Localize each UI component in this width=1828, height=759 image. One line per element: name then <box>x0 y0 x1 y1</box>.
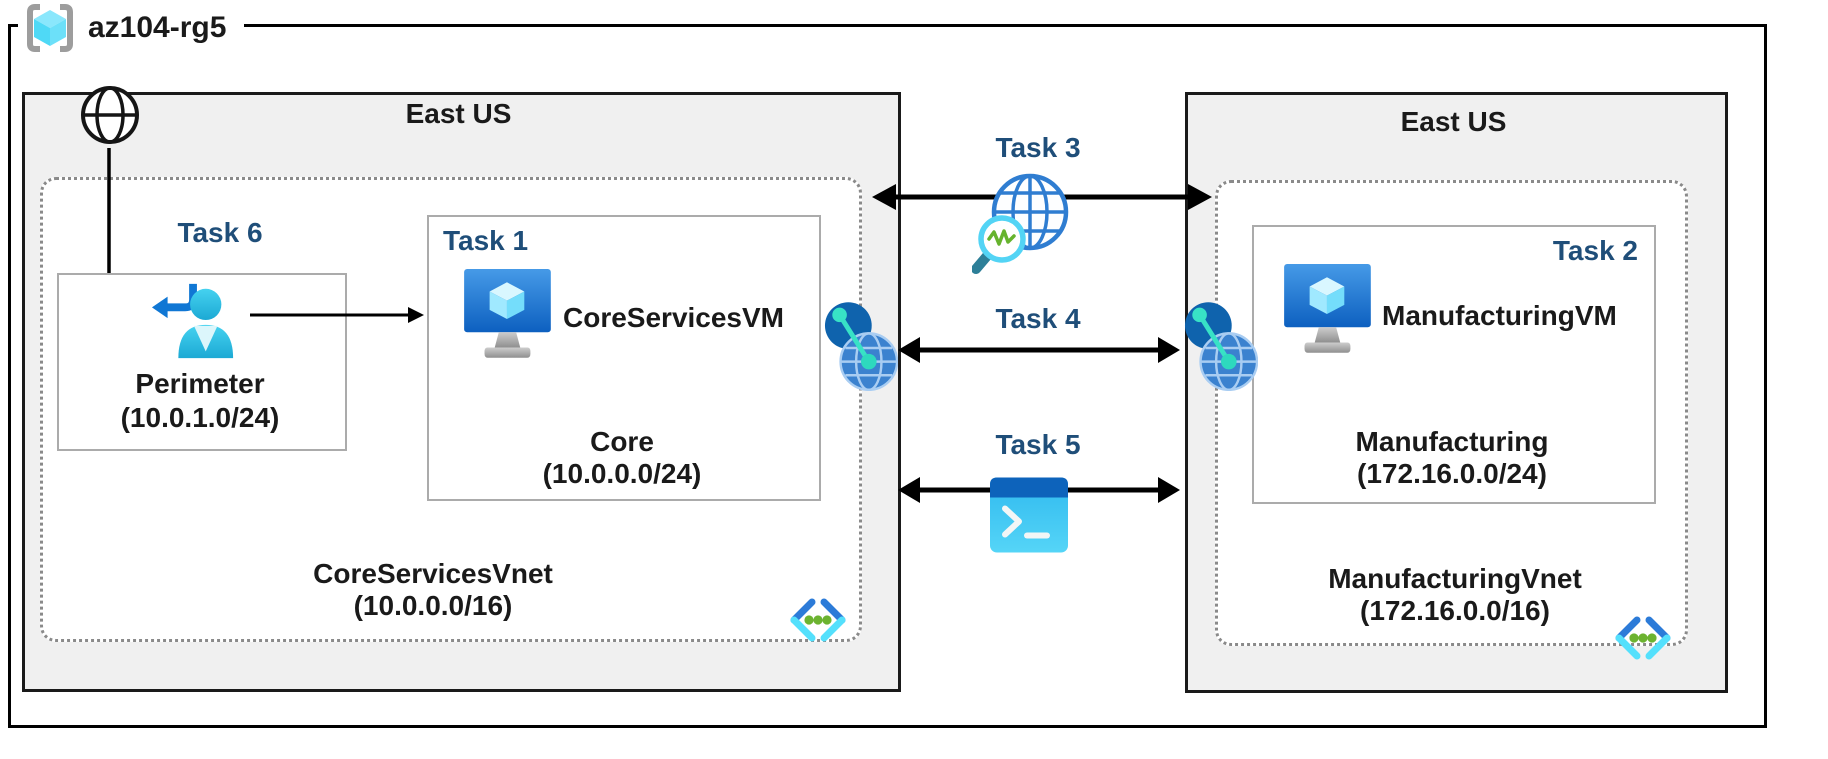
resource-group-frame <box>8 24 1767 728</box>
manufacturing-vnet-cidr: (172.16.0.0/16) <box>1360 595 1550 626</box>
task2-label: Task 2 <box>1552 235 1638 266</box>
manufacturing-subnet-cidr: (172.16.0.0/24) <box>1357 458 1547 489</box>
core-subnet-name: Core <box>590 426 654 457</box>
arrow-perimeter-to-corevm <box>250 303 426 327</box>
region-title-left: East US <box>405 98 512 129</box>
vnet-peering-icon <box>824 299 898 395</box>
network-watcher-icon <box>972 172 1072 277</box>
virtual-network-icon <box>787 596 849 644</box>
core-subnet-cidr: (10.0.0.0/24) <box>542 458 702 489</box>
task5-label: Task 5 <box>995 429 1081 460</box>
virtual-machine-icon <box>463 268 555 370</box>
manufacturingvm-name: ManufacturingVM <box>1382 300 1617 331</box>
region-title-right: East US <box>1400 106 1507 137</box>
resource-group-title: az104-rg5 <box>88 10 227 44</box>
perimeter-name: Perimeter <box>135 368 265 399</box>
vnet-peering-icon <box>1184 299 1258 395</box>
task4-label: Task 4 <box>995 303 1081 334</box>
arrow-task4 <box>896 333 1182 367</box>
virtual-machine-icon <box>1283 263 1375 365</box>
task1-label: Task 1 <box>443 225 529 256</box>
core-subnet-box <box>427 215 821 501</box>
internet-icon <box>78 83 142 147</box>
manufacturing-vnet-name: ManufacturingVnet <box>1328 563 1582 594</box>
perimeter-cidr: (10.0.1.0/24) <box>120 402 280 433</box>
task6-label: Task 6 <box>177 217 263 248</box>
manufacturing-subnet-name: Manufacturing <box>1355 426 1549 457</box>
resource-group-header: az104-rg5 <box>18 0 245 56</box>
cloud-shell-icon <box>990 477 1068 553</box>
coreservices-vnet-cidr: (10.0.0.0/16) <box>353 590 513 621</box>
guest-user-icon <box>150 278 238 366</box>
resource-group-icon <box>24 2 76 54</box>
virtual-network-icon <box>1612 614 1674 662</box>
coreservices-vnet-name: CoreServicesVnet <box>313 558 553 589</box>
task3-label: Task 3 <box>995 132 1081 163</box>
corevm-name: CoreServicesVM <box>563 302 785 333</box>
